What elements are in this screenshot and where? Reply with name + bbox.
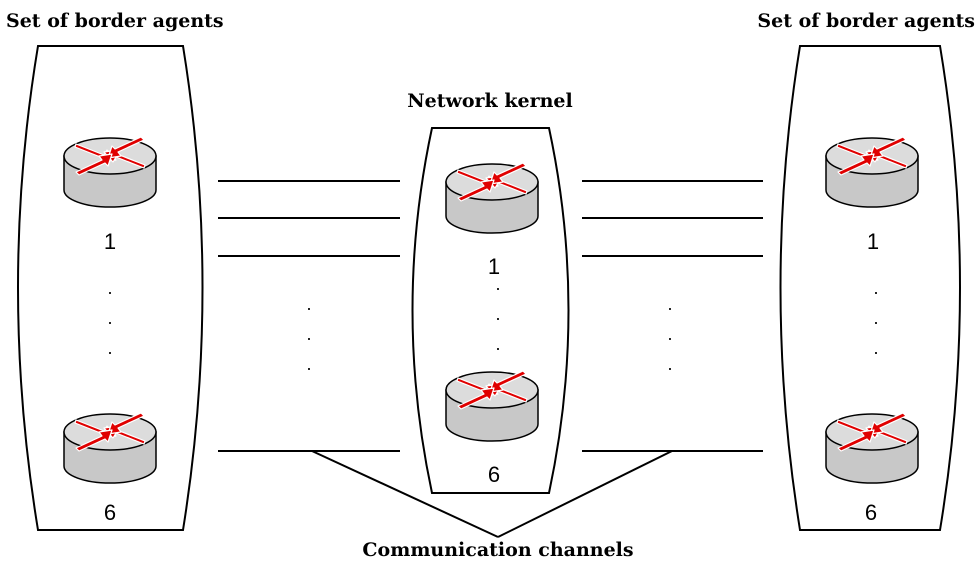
router-icon <box>63 412 157 484</box>
callout-line-right <box>497 450 673 538</box>
router-icon <box>825 136 919 208</box>
channel-ellipsis-left-2: · <box>306 328 312 348</box>
channel-ellipsis-right-2: · <box>667 328 673 348</box>
router-icon <box>825 412 919 484</box>
left-group-last-index: 6 <box>104 500 116 525</box>
right-group-ellipsis-3: · <box>873 342 879 362</box>
channel-ellipsis-left-3: · <box>306 358 312 378</box>
kernel-ellipsis-1: · <box>495 278 501 298</box>
right-group-ellipsis-2: · <box>873 312 879 332</box>
left-group-title: Set of border agents <box>6 10 224 32</box>
channel-ellipsis-left-1: · <box>306 298 312 318</box>
right-group-ellipsis-1: · <box>873 282 879 302</box>
kernel-first-index: 1 <box>488 254 500 279</box>
kernel-ellipsis-2: · <box>495 308 501 328</box>
left-group-ellipsis-2: · <box>107 312 113 332</box>
right-group-first-index: 1 <box>867 229 879 254</box>
left-group-first-index: 1 <box>104 229 116 254</box>
kernel-ellipsis-3: · <box>495 338 501 358</box>
kernel-title: Network kernel <box>407 90 572 112</box>
channel-ellipsis-right-3: · <box>667 358 673 378</box>
right-group-title: Set of border agents <box>757 10 975 32</box>
router-icon <box>63 136 157 208</box>
kernel-last-index: 6 <box>488 462 500 487</box>
right-group-last-index: 6 <box>865 500 877 525</box>
router-icon <box>445 162 539 234</box>
left-group-ellipsis-1: · <box>107 282 113 302</box>
left-group-ellipsis-3: · <box>107 342 113 362</box>
channel-ellipsis-right-1: · <box>667 298 673 318</box>
channels-title: Communication channels <box>362 539 633 561</box>
callout-line-left <box>311 450 499 538</box>
router-icon <box>445 370 539 442</box>
